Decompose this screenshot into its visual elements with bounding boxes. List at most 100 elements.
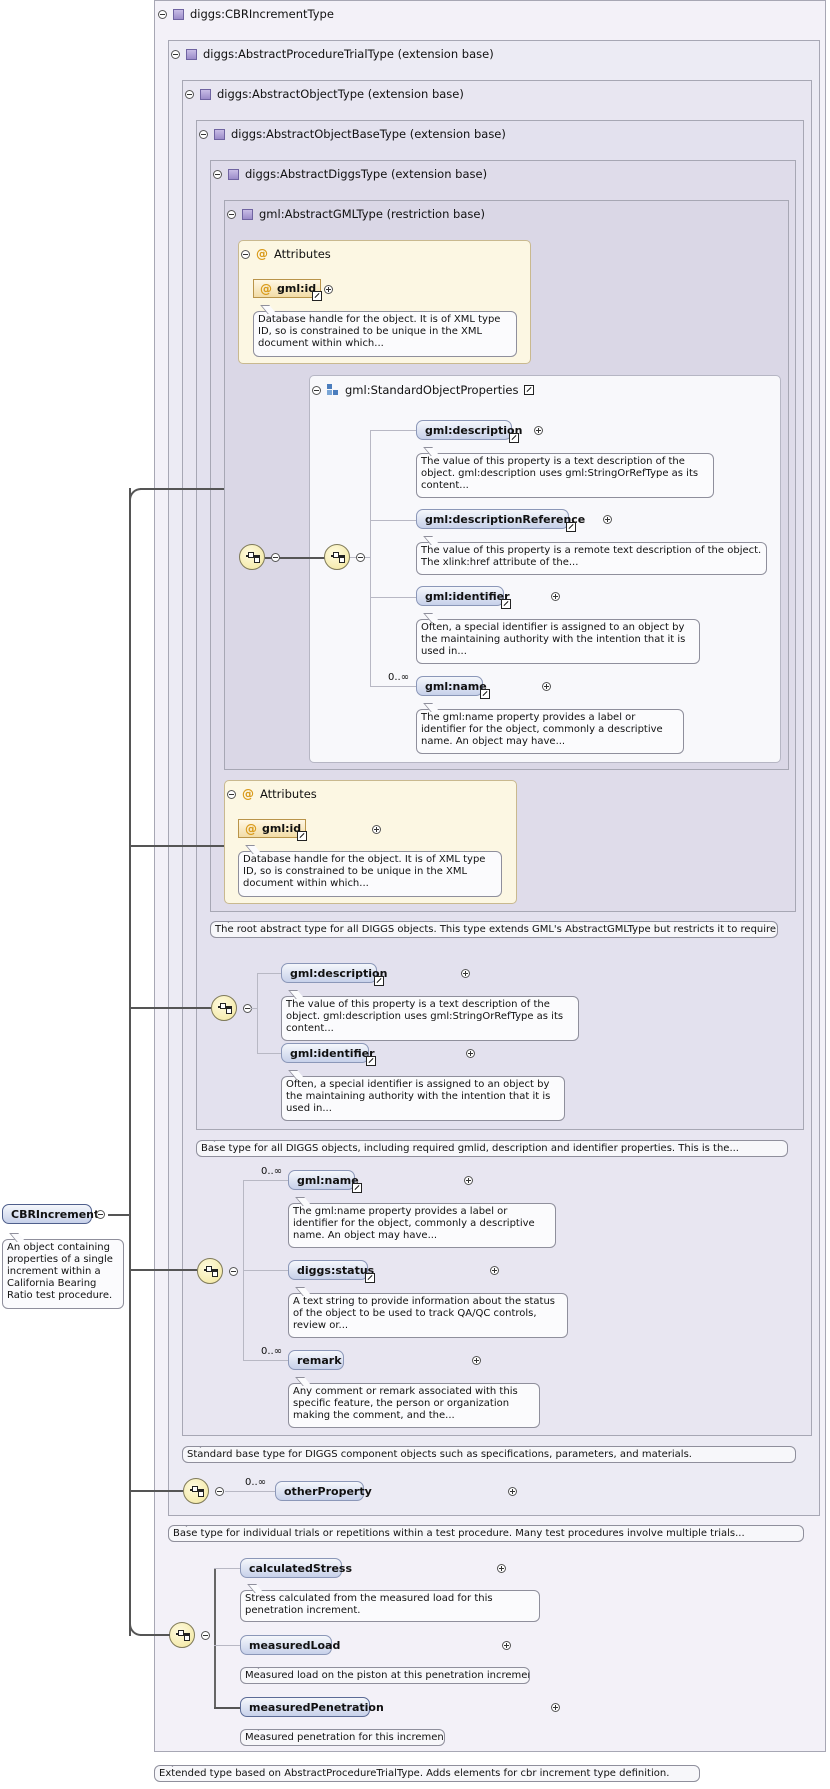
attributes-header[interactable]: @ Attributes: [241, 247, 331, 261]
element-gml-name[interactable]: gml:name: [416, 676, 487, 696]
expand-icon[interactable]: [550, 592, 560, 601]
collapse-icon[interactable]: [312, 385, 321, 395]
type-header-abstract-object[interactable]: diggs:AbstractObjectType (extension base…: [185, 87, 464, 101]
element-gml-description[interactable]: gml:description: [281, 963, 387, 983]
type-header-abstract-procedure-trial[interactable]: diggs:AbstractProcedureTrialType (extens…: [171, 47, 494, 61]
element-gml-name[interactable]: gml:name: [288, 1170, 359, 1190]
element-calculated-stress[interactable]: calculatedStress: [240, 1558, 352, 1578]
sequence-icon[interactable]: [239, 544, 265, 570]
collapse-icon[interactable]: [227, 209, 236, 219]
type-header-abstract-object-base[interactable]: diggs:AbstractObjectBaseType (extension …: [199, 127, 506, 141]
attribute-icon: @: [260, 281, 272, 296]
expand-icon[interactable]: [551, 1703, 560, 1712]
sequence-icon[interactable]: [169, 1622, 195, 1648]
root-element-cbr-increment[interactable]: CBRIncrement: [2, 1204, 99, 1224]
element-name: gml:name: [425, 679, 487, 693]
reference-arrow-icon[interactable]: [509, 433, 519, 443]
connector-line: [108, 1214, 129, 1216]
reference-arrow-icon[interactable]: [480, 689, 490, 699]
connector-curve: [129, 1622, 143, 1636]
collapse-icon[interactable]: [229, 1267, 238, 1276]
multiplicity-label: 0..∞: [388, 672, 410, 683]
type-header-cbr-increment[interactable]: diggs:CBRIncrementType: [158, 7, 334, 21]
collapse-icon[interactable]: [215, 1487, 224, 1496]
tree-line: [257, 1053, 281, 1054]
expand-icon[interactable]: [603, 515, 612, 524]
element-doc: A text string to provide information abo…: [288, 1293, 568, 1338]
attributes-header[interactable]: @ Attributes: [227, 787, 317, 801]
expand-icon[interactable]: [542, 682, 551, 691]
reference-arrow-icon[interactable]: [352, 1183, 362, 1193]
reference-arrow-icon[interactable]: [524, 385, 535, 395]
reference-arrow-icon[interactable]: [566, 522, 576, 532]
type-header-abstract-diggs[interactable]: diggs:AbstractDiggsType (extension base): [213, 167, 487, 181]
expand-icon[interactable]: [507, 1487, 517, 1496]
complex-type-icon: [186, 48, 197, 60]
reference-arrow-icon[interactable]: [501, 599, 511, 609]
multiplicity-label: 0..∞: [261, 1346, 283, 1357]
element-doc: Measured load on the piston at this pene…: [240, 1667, 530, 1684]
element-name: otherProperty: [284, 1484, 372, 1498]
element-measured-penetration[interactable]: measuredPenetration: [240, 1697, 384, 1717]
expand-icon[interactable]: [324, 285, 333, 294]
attribute-gml-id[interactable]: @ gml:id: [253, 279, 321, 298]
reference-arrow-icon[interactable]: [297, 831, 307, 841]
element-doc: The value of this property is a text des…: [416, 453, 714, 498]
element-gml-identifier[interactable]: gml:identifier: [416, 586, 510, 606]
tree-line: [370, 430, 371, 686]
element-diggs-status[interactable]: diggs:status: [288, 1260, 374, 1280]
sequence-icon[interactable]: [324, 544, 350, 570]
tree-line: [250, 1008, 257, 1009]
expand-icon[interactable]: [501, 1641, 511, 1650]
connector-curve: [129, 488, 143, 502]
collapse-icon[interactable]: [171, 49, 180, 59]
sequence-icon[interactable]: [183, 1478, 209, 1504]
collapse-icon[interactable]: [213, 169, 222, 179]
expand-icon[interactable]: [464, 1176, 473, 1185]
sequence-icon[interactable]: [211, 995, 237, 1021]
collapse-icon[interactable]: [356, 553, 365, 562]
type-header-abstract-gml[interactable]: gml:AbstractGMLType (restriction base): [227, 207, 485, 221]
expand-icon[interactable]: [497, 1564, 506, 1573]
collapse-icon[interactable]: [96, 1210, 105, 1219]
collapse-icon[interactable]: [199, 129, 208, 139]
expand-icon[interactable]: [371, 825, 381, 834]
expand-icon[interactable]: [472, 1356, 481, 1365]
expand-icon[interactable]: [465, 1049, 475, 1058]
type-doc-abstract-object-base: Base type for all DIGGS objects, includi…: [196, 1140, 788, 1157]
element-gml-identifier[interactable]: gml:identifier: [281, 1043, 375, 1063]
element-name: measuredPenetration: [249, 1700, 384, 1714]
element-doc: Often, a special identifier is assigned …: [416, 619, 700, 664]
connector-line: [140, 1634, 170, 1636]
expand-icon[interactable]: [489, 1266, 499, 1275]
element-gml-description-reference[interactable]: gml:descriptionReference: [416, 509, 585, 529]
collapse-icon[interactable]: [241, 249, 250, 259]
group-label: gml:StandardObjectProperties: [345, 383, 519, 397]
element-other-property[interactable]: otherProperty: [275, 1481, 372, 1501]
reference-arrow-icon[interactable]: [312, 291, 322, 301]
type-doc-cbr-increment: Extended type based on AbstractProcedure…: [154, 1765, 700, 1782]
tree-line: [214, 1568, 216, 1708]
attribute-icon: @: [256, 247, 268, 261]
reference-arrow-icon[interactable]: [366, 1056, 376, 1066]
group-header[interactable]: gml:StandardObjectProperties: [312, 383, 535, 397]
reference-arrow-icon[interactable]: [365, 1273, 375, 1283]
type-doc-abstract-diggs: The root abstract type for all DIGGS obj…: [210, 921, 778, 938]
attribute-icon: @: [245, 821, 257, 836]
element-gml-description[interactable]: gml:description: [416, 420, 522, 440]
reference-arrow-icon[interactable]: [374, 976, 384, 986]
collapse-icon[interactable]: [271, 553, 280, 562]
expand-icon[interactable]: [461, 969, 470, 978]
collapse-icon[interactable]: [158, 9, 167, 19]
collapse-icon[interactable]: [227, 789, 236, 799]
element-name: gml:description: [290, 966, 388, 980]
sequence-icon[interactable]: [197, 1258, 223, 1284]
complex-type-icon: [242, 208, 253, 220]
attribute-gml-id[interactable]: @ gml:id: [238, 819, 306, 838]
expand-icon[interactable]: [533, 426, 543, 435]
collapse-icon[interactable]: [185, 89, 194, 99]
collapse-icon[interactable]: [201, 1631, 210, 1640]
root-element-doc: An object containing properties of a sin…: [2, 1239, 124, 1309]
element-remark[interactable]: remark: [288, 1350, 344, 1370]
element-measured-load[interactable]: measuredLoad: [240, 1635, 340, 1655]
